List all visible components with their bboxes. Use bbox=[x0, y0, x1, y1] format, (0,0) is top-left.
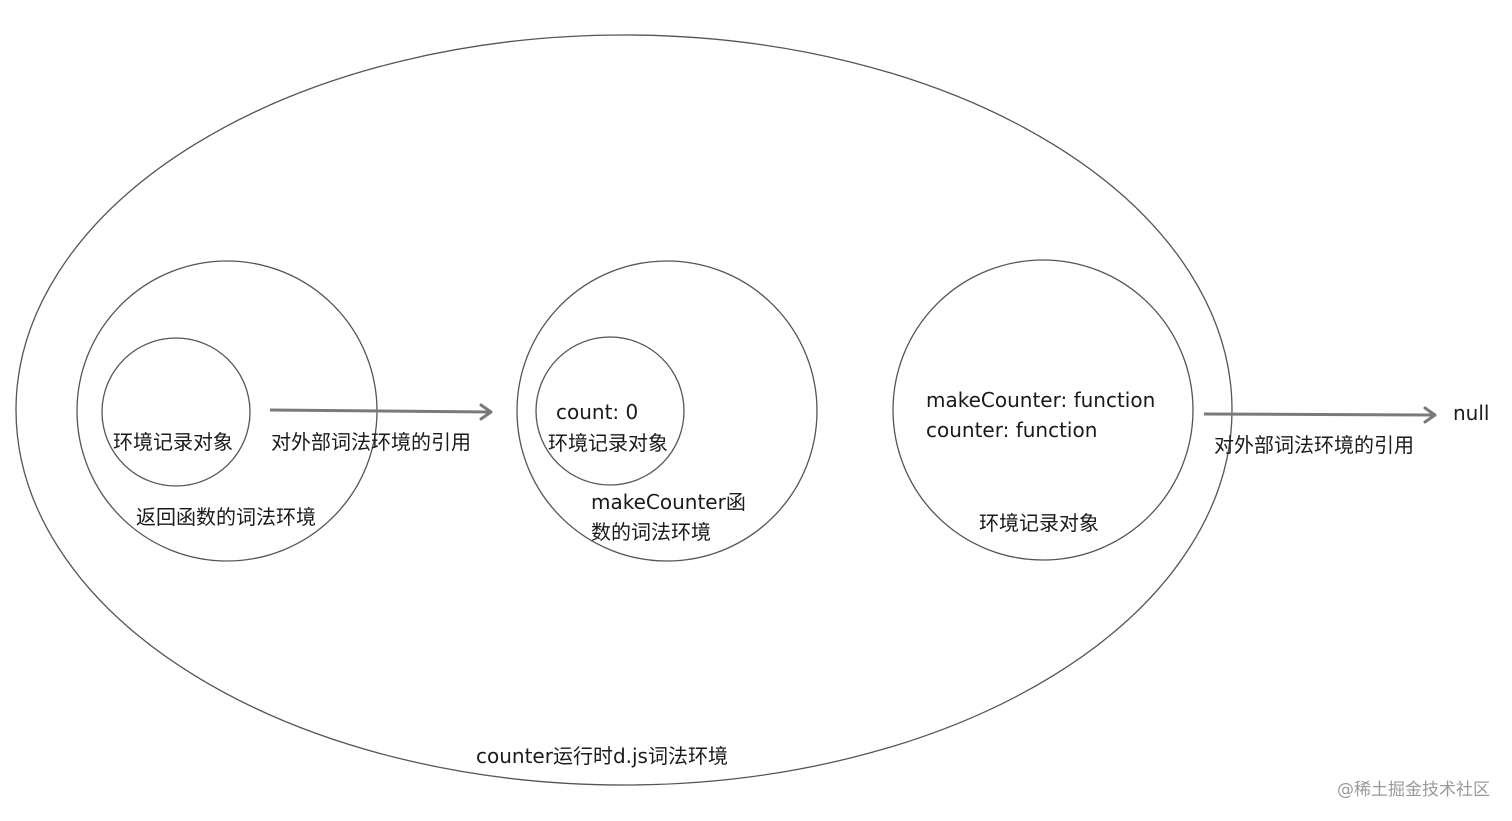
watermark: @稀土掘金技术社区 bbox=[1337, 780, 1490, 800]
arrow-right-label: 对外部词法环境的引用 bbox=[1214, 433, 1414, 457]
outer-reference-arrow-right bbox=[1203, 406, 1437, 424]
middle-environment-label-line1: makeCounter函 bbox=[591, 490, 746, 514]
middle-record-value: count: 0 bbox=[556, 400, 638, 424]
right-record-entry-1: makeCounter: function bbox=[926, 388, 1155, 412]
middle-record-circle bbox=[535, 336, 685, 486]
outer-reference-arrow-left bbox=[269, 403, 493, 421]
outer-environment-ellipse bbox=[15, 34, 1233, 786]
middle-environment-label-line2: 数的词法环境 bbox=[591, 520, 711, 544]
arrow-left-label: 对外部词法环境的引用 bbox=[271, 430, 471, 454]
middle-environment-circle bbox=[516, 260, 818, 562]
left-record-label: 环境记录对象 bbox=[113, 430, 233, 454]
outer-environment-label: counter运行时d.js词法环境 bbox=[476, 744, 728, 768]
null-label: null bbox=[1453, 401, 1489, 425]
left-record-circle bbox=[101, 337, 251, 487]
right-record-entry-2: counter: function bbox=[926, 418, 1097, 442]
middle-record-label: 环境记录对象 bbox=[548, 431, 668, 455]
right-record-label: 环境记录对象 bbox=[979, 511, 1099, 535]
right-record-circle bbox=[892, 259, 1194, 561]
left-environment-label: 返回函数的词法环境 bbox=[136, 505, 316, 529]
